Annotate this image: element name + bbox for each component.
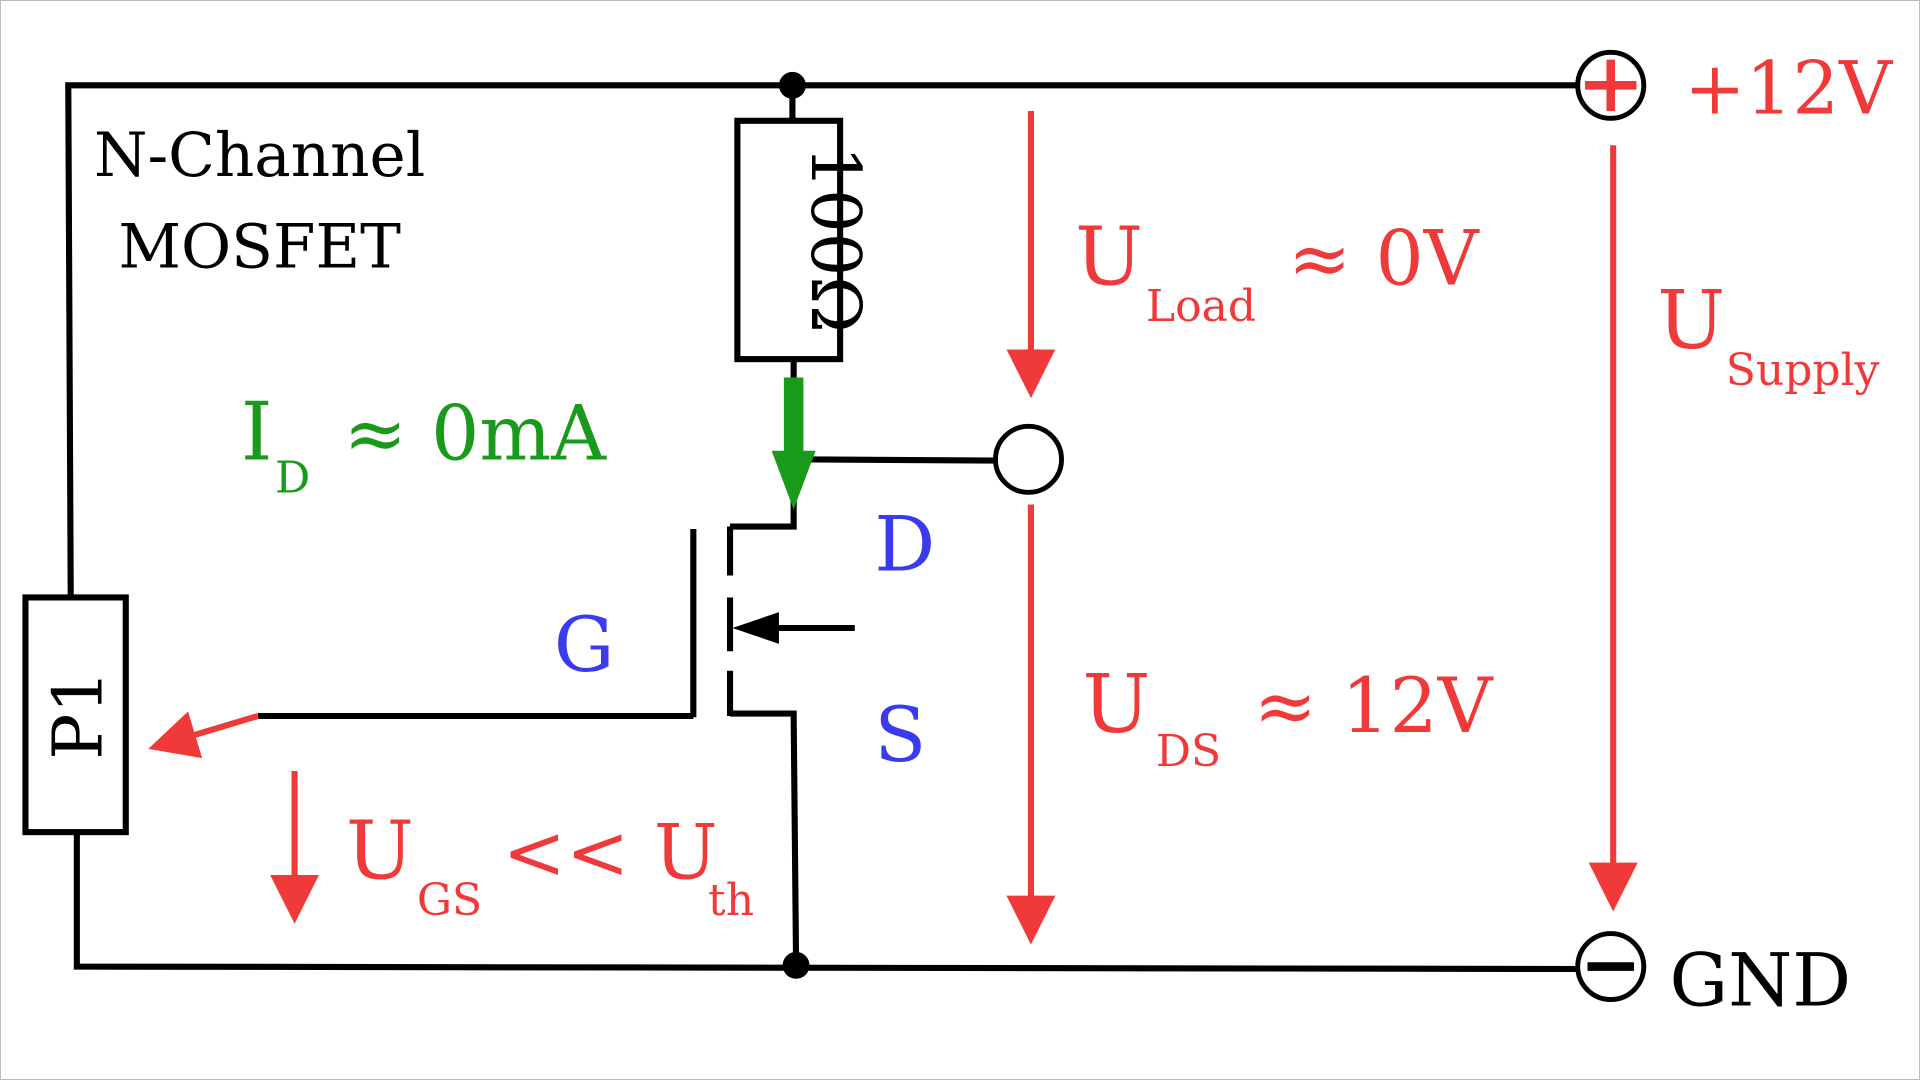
label-text: th xyxy=(708,875,754,926)
current-arrow-icon xyxy=(771,450,816,510)
drain-current-label: I D ≈ 0mA xyxy=(241,385,608,503)
usupply-label: U Supply xyxy=(1657,274,1879,396)
positive-label: +12V xyxy=(1684,46,1894,131)
label-text: << U xyxy=(503,809,718,897)
pin-g: G xyxy=(554,601,615,689)
gnd-label: GND xyxy=(1669,939,1851,1024)
label-text: U xyxy=(1657,274,1725,368)
uds-label: U DS ≈ 12V xyxy=(1082,658,1493,777)
label-text: DS xyxy=(1156,726,1221,777)
label-text: D xyxy=(275,452,310,503)
source-wire xyxy=(730,710,800,966)
pin-d: D xyxy=(874,501,935,589)
wires xyxy=(65,82,1579,973)
label-text: ≈ 0V xyxy=(1288,215,1480,303)
label-text: I xyxy=(241,385,273,479)
top-wire xyxy=(65,82,1579,598)
label-text: GS xyxy=(417,875,482,926)
resistor-body xyxy=(734,117,844,363)
label-text: U xyxy=(1075,211,1143,305)
label-text: Supply xyxy=(1726,345,1880,396)
title-line2: MOSFET xyxy=(118,211,401,282)
pin-s: S xyxy=(874,691,926,779)
label-text: Load xyxy=(1146,281,1256,332)
junction-bottom xyxy=(782,951,810,979)
label-text: ≈ 12V xyxy=(1254,662,1494,750)
wiper-arrow-icon xyxy=(148,711,259,759)
output-terminal[interactable] xyxy=(993,423,1064,495)
resistor-label: 100Ω xyxy=(795,146,875,333)
potentiometer-label[interactable]: P1 xyxy=(38,670,118,760)
label-text: ≈ 0mA xyxy=(344,389,608,477)
voltage-arrows xyxy=(270,111,1638,945)
label-text: U xyxy=(1082,658,1150,752)
junction-top xyxy=(778,71,806,99)
bottom-wire xyxy=(73,832,1579,973)
ugs-label: U GS << U th xyxy=(346,805,754,927)
label-text: U xyxy=(346,805,414,899)
potentiometer-body xyxy=(22,594,129,836)
plus-icon xyxy=(1585,59,1637,112)
output-wire xyxy=(793,456,995,464)
uload-label: U Load ≈ 0V xyxy=(1075,211,1480,333)
body-arrow-icon xyxy=(732,612,779,644)
title-line1: N-Channel xyxy=(94,120,425,191)
